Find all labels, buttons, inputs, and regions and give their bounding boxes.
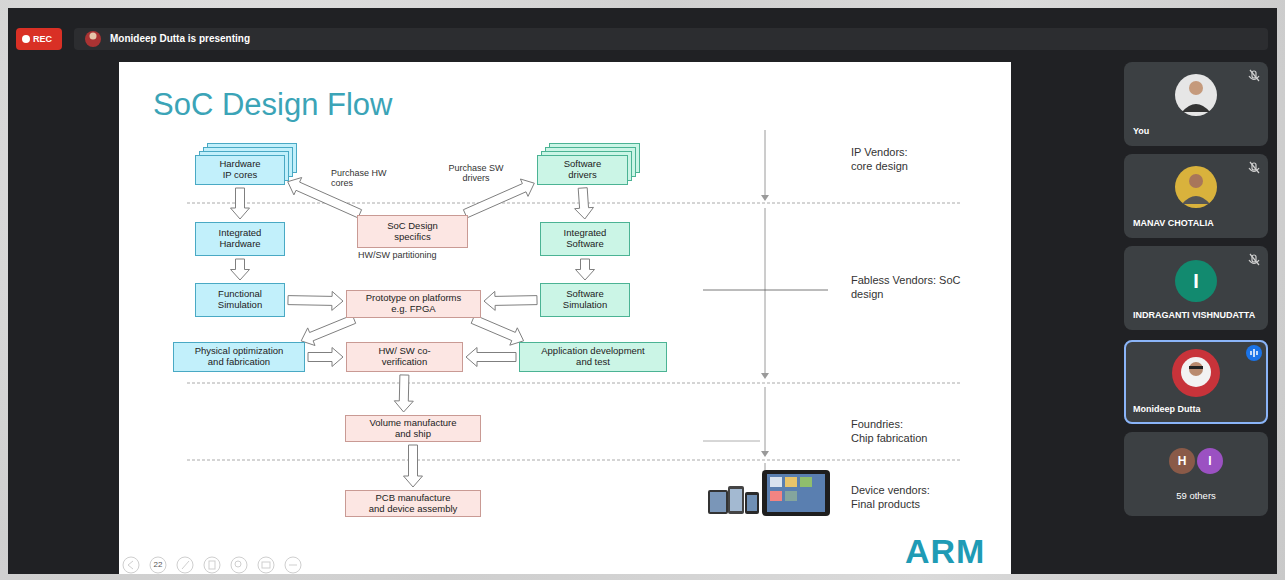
node-text: MANAV CHOTALIA — [1133, 218, 1214, 228]
stage-label: IP Vendors: — [851, 146, 908, 158]
stage-label: Chip fabrication — [851, 432, 927, 444]
hardware-box: Physical optimization and fabrication — [173, 342, 305, 372]
avatar-initial: I — [1197, 448, 1223, 474]
software-box: Application development and test — [519, 342, 667, 372]
process-box: Volume manufacture and ship — [345, 415, 481, 442]
node-text: Software drivers — [557, 159, 609, 180]
flow-note: HW/SW partitioning — [358, 250, 437, 260]
hardware-box: Hardware IP cores — [195, 155, 285, 185]
block-arrow — [308, 348, 343, 367]
page-number: 22 — [150, 559, 166, 571]
stage-arrow — [761, 130, 769, 472]
participant-tile: Monideep Dutta — [1124, 340, 1268, 424]
device-illustration — [708, 470, 830, 516]
flow-note: Purchase SW drivers — [446, 163, 506, 184]
node-text: H — [1178, 455, 1187, 467]
software-box: Software drivers — [537, 155, 628, 185]
slide — [119, 62, 1011, 574]
stage-label: core design — [851, 160, 908, 172]
speaking-indicator — [1246, 345, 1262, 361]
avatar-initial: I — [1175, 260, 1217, 302]
stage-tick — [703, 290, 828, 291]
node-text: HW/ SW co-verification — [365, 346, 445, 367]
software-box: Integrated Software — [540, 222, 630, 256]
node-text: Hardware IP cores — [214, 159, 266, 180]
slide-title: SoC Design Flow — [153, 88, 392, 122]
top-bar — [74, 28, 1268, 50]
node-text: Monideep Dutta — [1133, 404, 1201, 414]
node-text: Application development and test — [534, 346, 652, 367]
hardware-box: Functional Simulation — [195, 283, 285, 317]
mic-off-icon — [1249, 70, 1259, 265]
node-text: PCB manufacture and device assembly — [367, 493, 459, 514]
participant-tile: MANAV CHOTALIA — [1124, 154, 1268, 238]
block-arrow — [231, 188, 250, 219]
participant-tile — [1124, 62, 1268, 516]
avatar-initial: H — [1169, 448, 1195, 474]
node-text: Functional Simulation — [209, 289, 271, 310]
block-arrow — [394, 375, 413, 412]
stage-tick — [703, 441, 760, 442]
node-text: SoC Design specifics — [377, 221, 449, 242]
block-arrow — [288, 291, 343, 310]
block-arrow — [231, 259, 250, 280]
node-text: 59 others — [1124, 490, 1268, 501]
stage-label: Fabless Vendors: SoC design — [851, 274, 969, 302]
stage-label: Device vendors: — [851, 484, 930, 496]
participant-photo — [1172, 74, 1220, 397]
process-box: HW/ SW co-verification — [346, 342, 463, 372]
block-arrow — [301, 315, 356, 346]
participant-tile: 59 others H I — [1124, 432, 1268, 516]
presenter-avatar — [85, 31, 101, 47]
block-arrow — [576, 259, 595, 280]
software-box: Software Simulation — [540, 283, 630, 317]
node-text: Integrated Hardware — [209, 228, 271, 249]
presenter-status: Monideep Dutta is presenting — [110, 33, 250, 44]
swimlane-divider — [187, 203, 962, 460]
node-text: REC — [33, 34, 52, 44]
node-text: Software Simulation — [554, 289, 616, 310]
record-badge: REC — [16, 28, 62, 50]
process-box: PCB manufacture and device assembly — [345, 490, 481, 517]
flow-note: Purchase HW cores — [331, 168, 393, 189]
block-arrow — [404, 445, 423, 487]
process-box: Prototype on platforms e.g. FPGA — [346, 290, 481, 318]
stage-label: Foundries: — [851, 418, 903, 430]
node-text: Prototype on platforms e.g. FPGA — [359, 293, 469, 314]
node-text: Volume manufacture and ship — [363, 418, 463, 439]
stage-label: Final products — [851, 498, 920, 510]
node-text: Integrated Software — [554, 228, 616, 249]
block-arrow — [466, 348, 516, 367]
node-text: Physical optimization and fabrication — [187, 346, 292, 367]
block-arrow — [471, 315, 523, 345]
process-box: SoC Design specifics — [357, 215, 468, 248]
block-arrow — [575, 188, 594, 219]
block-arrow — [463, 179, 534, 218]
block-arrow — [484, 291, 537, 310]
hardware-box: Integrated Hardware — [195, 222, 285, 256]
node-text: INDRAGANTI VISHNUDATTA — [1133, 310, 1255, 320]
node-text: You — [1133, 126, 1149, 136]
app-background — [8, 8, 1277, 574]
company-logo: ARM — [905, 534, 985, 568]
participant-tile: You — [1124, 62, 1268, 146]
node-text: I — [1208, 455, 1211, 467]
participant-tile: INDRAGANTI VISHNUDATTA I — [1124, 246, 1268, 330]
node-text: I — [1193, 271, 1199, 291]
slide-controls — [123, 557, 301, 573]
